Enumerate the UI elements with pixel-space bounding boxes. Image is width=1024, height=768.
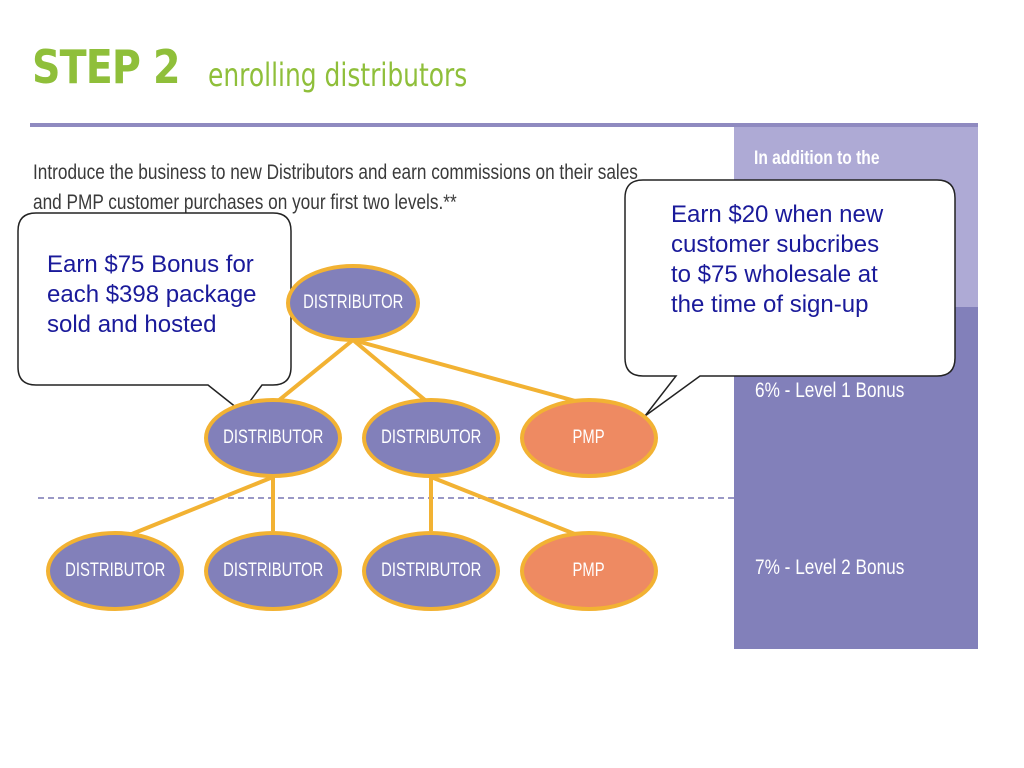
connector-dist2-pmp — [430, 475, 591, 542]
connector-root-dist1 — [271, 338, 355, 407]
connector-lines — [116, 338, 591, 542]
node-level2-distributor-2: DISTRIBUTOR — [204, 531, 342, 611]
node-label: DISTRIBUTOR — [302, 292, 404, 313]
side-panel-heading: In addition to the — [754, 148, 880, 169]
node-level1-distributor-1: DISTRIBUTOR — [204, 398, 342, 478]
callout-right-bubble — [624, 179, 956, 417]
callout-right-text: Earn $20 when new customer subcribes to … — [671, 201, 884, 318]
node-level2-distributor-1: DISTRIBUTOR — [46, 531, 184, 611]
intro-paragraph: Introduce the business to new Distributo… — [33, 161, 638, 214]
node-label: DISTRIBUTOR — [64, 560, 166, 581]
title-step: STEP 2 — [32, 40, 180, 94]
callout-left-text: Earn $75 Bonus for each $398 package sol… — [47, 251, 257, 338]
node-level2-pmp: PMP — [520, 531, 658, 611]
node-root-distributor: DISTRIBUTOR — [286, 264, 420, 342]
node-level1-distributor-2: DISTRIBUTOR — [362, 398, 500, 478]
node-level1-pmp: PMP — [520, 398, 658, 478]
level-1-bonus: 6% - Level 1 Bonus — [755, 379, 905, 402]
node-label: DISTRIBUTOR — [222, 427, 324, 448]
title-rule — [30, 123, 978, 127]
node-label: DISTRIBUTOR — [222, 560, 324, 581]
connector-root-dist2 — [351, 338, 433, 407]
node-level2-distributor-3: DISTRIBUTOR — [362, 531, 500, 611]
level-divider — [38, 497, 734, 499]
node-label: DISTRIBUTOR — [380, 560, 482, 581]
node-label: PMP — [572, 560, 606, 581]
callout-left-bubble — [17, 212, 292, 414]
connector-dist1-distl — [116, 475, 274, 542]
node-label: PMP — [572, 427, 606, 448]
connector-root-pmp — [352, 338, 591, 407]
title-subtitle: enrolling distributors — [208, 56, 468, 94]
node-label: DISTRIBUTOR — [380, 427, 482, 448]
level-2-bonus: 7% - Level 2 Bonus — [755, 556, 905, 579]
